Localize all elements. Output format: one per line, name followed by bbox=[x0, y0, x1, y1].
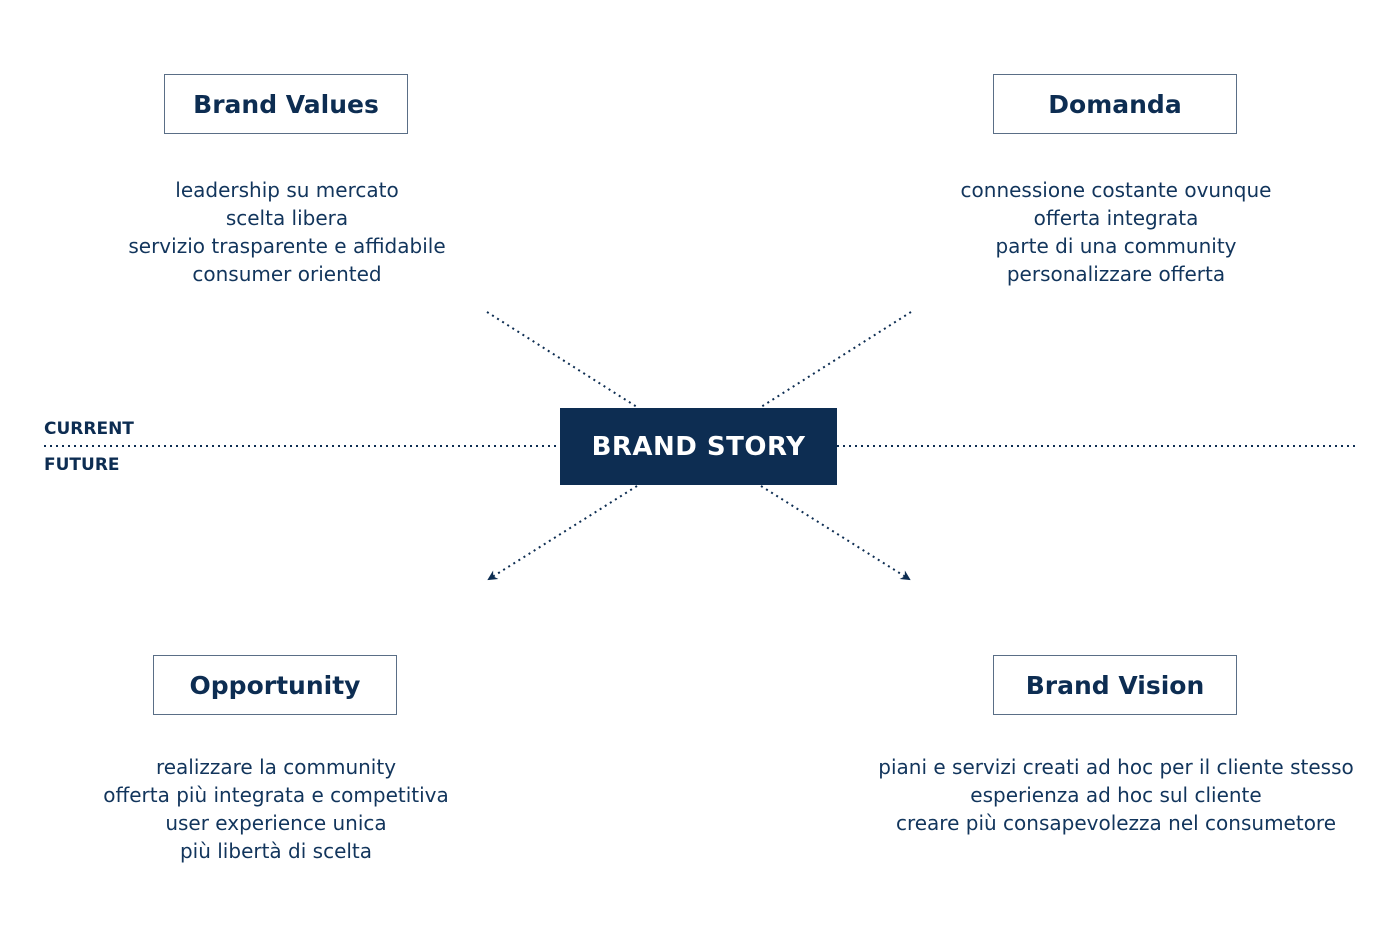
brand-vision-list: piani e servizi creati ad hoc per il cli… bbox=[856, 753, 1376, 837]
list-item: realizzare la community bbox=[155, 755, 397, 779]
list-item: connessione costante ovunque bbox=[960, 178, 1272, 202]
list-item: piani e servizi creati ad hoc per il cli… bbox=[878, 755, 1354, 779]
list-item: creare più consapevolezza nel consumetor… bbox=[895, 811, 1337, 835]
current-label: CURRENT bbox=[44, 419, 134, 439]
list-item: offerta integrata bbox=[1033, 206, 1199, 230]
brand-vision-title-box: Brand Vision bbox=[993, 655, 1237, 715]
opportunity-title: Opportunity bbox=[189, 670, 361, 700]
domanda-title-box: Domanda bbox=[993, 74, 1237, 134]
brand-vision-title: Brand Vision bbox=[1025, 670, 1205, 700]
list-item: user experience unica bbox=[165, 811, 387, 835]
domanda-list: connessione costante ovunque offerta int… bbox=[856, 176, 1376, 288]
brand-story-label: BRAND STORY bbox=[591, 431, 806, 462]
domanda-title: Domanda bbox=[1048, 89, 1182, 119]
list-item: esperienza ad hoc sul cliente bbox=[970, 783, 1262, 807]
brand-story-box: BRAND STORY bbox=[560, 408, 837, 485]
future-label: FUTURE bbox=[44, 455, 120, 475]
connector-brand-values bbox=[486, 311, 638, 408]
list-item: offerta più integrata e competitiva bbox=[103, 783, 449, 807]
opportunity-title-box: Opportunity bbox=[153, 655, 397, 715]
list-item: parte di una community bbox=[995, 234, 1237, 258]
list-item: leadership su mercato bbox=[175, 178, 399, 202]
arrow-opportunity bbox=[487, 485, 638, 581]
arrow-brand-vision bbox=[760, 485, 911, 581]
brand-values-title-box: Brand Values bbox=[164, 74, 408, 134]
connector-domanda bbox=[760, 311, 912, 408]
brand-values-list: leadership su mercato scelta libera serv… bbox=[27, 176, 547, 288]
list-item: più libertà di scelta bbox=[179, 839, 373, 863]
list-item: personalizzare offerta bbox=[1006, 262, 1226, 286]
list-item: servizio trasparente e affidabile bbox=[128, 234, 446, 258]
brand-values-title: Brand Values bbox=[193, 89, 379, 119]
list-item: scelta libera bbox=[225, 206, 349, 230]
opportunity-list: realizzare la community offerta più inte… bbox=[16, 753, 536, 865]
list-item: consumer oriented bbox=[192, 262, 382, 286]
